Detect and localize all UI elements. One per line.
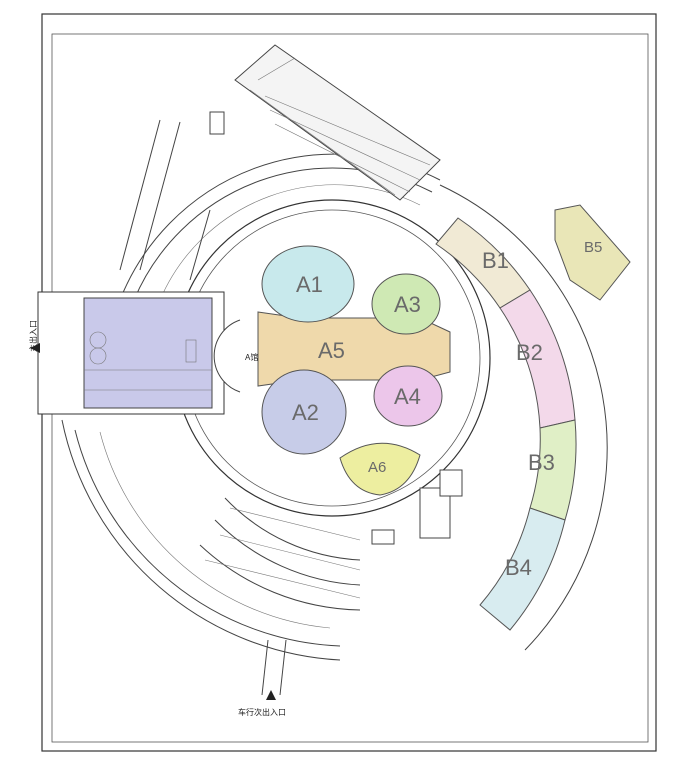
west-entrance-arrow: [30, 343, 40, 353]
west-entrance-label: 主出入口: [28, 320, 38, 352]
a-hall-label: A馆: [245, 352, 258, 362]
svg-text:B1: B1: [482, 248, 509, 273]
svg-text:A4: A4: [394, 384, 421, 409]
west-hall: [37, 291, 225, 415]
nw-parking: [209, 44, 441, 201]
svg-text:B3: B3: [528, 450, 555, 475]
svg-text:A1: A1: [296, 272, 323, 297]
svg-text:A3: A3: [394, 292, 421, 317]
zone-a6: A6: [339, 442, 421, 496]
svg-text:A6: A6: [368, 459, 386, 476]
svg-text:B5: B5: [584, 239, 602, 256]
south-parking: [199, 469, 463, 611]
zone-b5: B5: [554, 204, 631, 301]
a-hall-plaza: [213, 319, 241, 393]
svg-text:B2: B2: [516, 340, 543, 365]
svg-text:A2: A2: [292, 400, 319, 425]
south-entrance: [261, 639, 287, 700]
zone-a3: A3: [371, 273, 441, 335]
svg-text:B4: B4: [505, 555, 532, 580]
svg-text:A5: A5: [318, 338, 345, 363]
south-entrance-label: 车行次出入口: [238, 707, 286, 717]
zone-a2: A2: [261, 369, 347, 455]
zone-a1: A1: [261, 245, 355, 323]
zone-b-arc: B1 B2 B3 B4: [435, 184, 608, 651]
zone-a4: A4: [373, 365, 443, 427]
